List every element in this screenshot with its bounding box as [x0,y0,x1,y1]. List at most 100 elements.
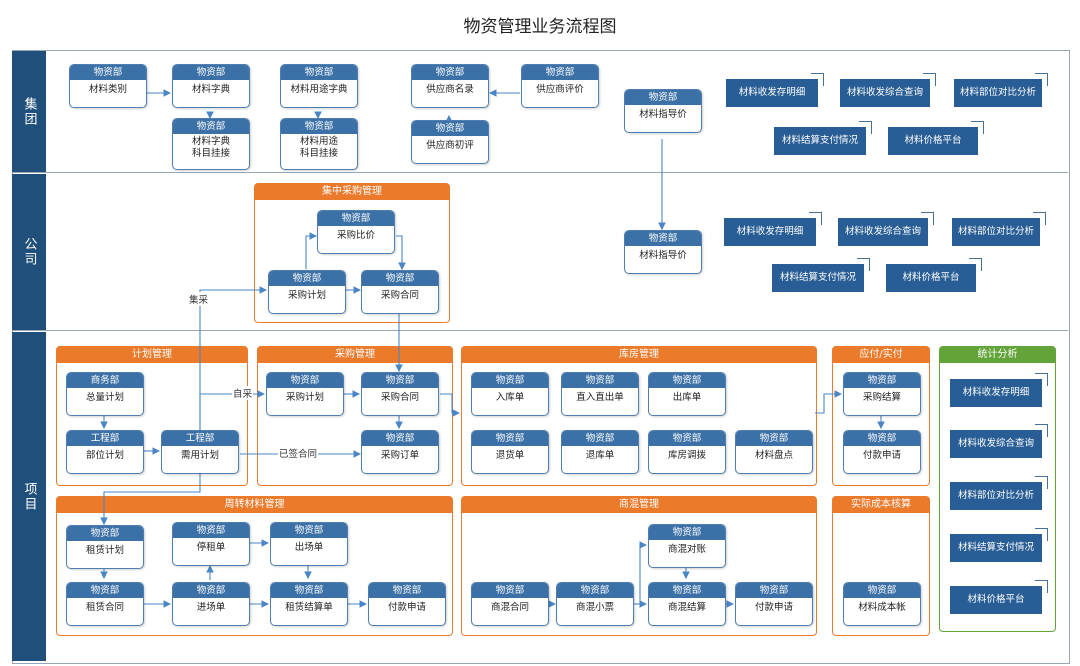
node-dept: 物资部 [362,431,438,446]
node-label: 采购合同 [380,392,419,403]
edge-warehouse-payable [815,390,843,414]
node-label: 退货单 [495,450,525,461]
node-label: 采购合同 [380,290,419,301]
edge-p3-z1 [100,474,201,526]
node-label: 材料类别 [88,84,127,95]
node-dept: 物资部 [173,65,249,80]
lane-group-label: 集团 [12,51,46,172]
node-dept: 物资部 [369,583,445,598]
node-dept: 物资部 [271,523,347,538]
node-usage-dictionary[interactable]: 物资部材料用途字典 [280,64,358,108]
node-rental-payment-request[interactable]: 物资部付款申请 [368,582,446,626]
node-outbound-slip[interactable]: 物资部出库单 [648,372,726,416]
node-dept: 物资部 [844,373,920,388]
node-project-purchase-plan[interactable]: 物资部采购计划 [266,372,344,416]
node-label: 商混合同 [490,602,529,613]
lane-separator [12,330,1068,331]
stat-inout-detail-company[interactable]: 材料收发存明细 [724,212,822,246]
stat-settlement-payment-company[interactable]: 材料结算支付情况 [772,258,870,292]
node-dept: 物资部 [649,431,725,446]
stat-inout-detail-project[interactable]: 材料收发存明细 [950,373,1048,407]
node-purchase-price-compare[interactable]: 物资部采购比价 [317,210,395,254]
node-dept: 物资部 [412,65,488,80]
stat-part-compare-project[interactable]: 材料部位对比分析 [950,476,1048,510]
stat-price-platform-project[interactable]: 材料价格平台 [950,580,1048,614]
node-dictionary-subject-link[interactable]: 物资部材料字典科目挂接 [172,118,250,170]
node-concrete-settlement[interactable]: 物资部商混结算 [648,582,726,626]
stat-settlement-payment-project[interactable]: 材料结算支付情况 [950,528,1048,562]
edge-c1-c3 [396,235,406,271]
node-concrete-contract[interactable]: 物资部商混合同 [471,582,549,626]
node-exit-slip[interactable]: 物资部出场单 [270,522,348,566]
stat-price-platform-company[interactable]: 材料价格平台 [886,258,982,292]
node-stop-rental[interactable]: 物资部停租单 [172,522,250,566]
node-return-goods[interactable]: 物资部退货单 [471,430,549,474]
lane-project-label: 项目 [12,332,46,661]
node-dept: 物资部 [522,65,598,80]
node-rental-plan[interactable]: 物资部租赁计划 [66,525,144,569]
node-label: 停租单 [196,542,226,553]
node-label: 材料指导价 [639,250,687,261]
node-dept: 物资部 [173,583,249,598]
node-concrete-ticket[interactable]: 物资部商混小票 [556,582,634,626]
node-dept: 物资部 [472,373,548,388]
node-dept: 物资部 [562,373,638,388]
node-label: 材料指导价 [639,109,687,120]
node-demand-plan[interactable]: 工程部需用计划 [161,430,239,474]
stat-inout-query-group[interactable]: 材料收发综合查询 [840,73,936,107]
node-dept: 工程部 [67,431,143,446]
node-concrete-payment-request[interactable]: 物资部付款申请 [735,582,813,626]
node-label: 采购比价 [336,230,375,241]
node-label: 供应商评价 [536,84,584,95]
node-total-plan[interactable]: 商务部总量计划 [66,372,144,416]
node-label: 部位计划 [85,450,124,461]
node-dept: 物资部 [269,271,345,286]
node-inbound-slip[interactable]: 物资部入库单 [471,372,549,416]
node-concrete-reconcile[interactable]: 物资部商混对账 [648,524,726,568]
node-rental-settlement[interactable]: 物资部租赁结算单 [270,582,348,626]
node-dept: 物资部 [649,583,725,598]
node-supplier-list[interactable]: 物资部供应商名录 [411,64,489,108]
node-usage-subject-link[interactable]: 物资部材料用途科目挂接 [280,118,358,170]
stat-part-compare-company[interactable]: 材料部位对比分析 [952,212,1046,246]
stat-inout-query-company[interactable]: 材料收发综合查询 [838,212,934,246]
node-purchase-order[interactable]: 物资部采购订单 [361,430,439,474]
stat-part-compare-group[interactable]: 材料部位对比分析 [954,73,1048,107]
node-warehouse-transfer[interactable]: 物资部库房调拨 [648,430,726,474]
node-dept: 物资部 [281,119,357,134]
node-project-purchase-contract[interactable]: 物资部采购合同 [361,372,439,416]
edge-label-centralized: 集采 [188,292,210,306]
node-rental-contract[interactable]: 物资部租赁合同 [66,582,144,626]
node-guide-price-group[interactable]: 物资部材料指导价 [624,89,702,133]
node-material-dictionary[interactable]: 物资部材料字典 [172,64,250,108]
node-material-cost-ledger[interactable]: 物资部材料成本帐 [843,582,921,626]
node-entry-slip[interactable]: 物资部进场单 [172,582,250,626]
node-label: 材料用途字典 [290,84,348,95]
node-return-warehouse[interactable]: 物资部退库单 [561,430,639,474]
node-label: 采购订单 [380,450,419,461]
node-direct-in-out[interactable]: 物资部直入直出单 [561,372,639,416]
stat-price-platform-group[interactable]: 材料价格平台 [888,121,984,155]
node-payment-request[interactable]: 物资部付款申请 [843,430,921,474]
node-purchase-settlement[interactable]: 物资部采购结算 [843,372,921,416]
node-company-purchase-contract[interactable]: 物资部采购合同 [361,270,439,314]
edge-label-self-purchase: 自采 [232,386,254,400]
node-dept: 商务部 [67,373,143,388]
stat-inout-detail-group[interactable]: 材料收发存明细 [726,73,824,107]
stat-inout-query-project[interactable]: 材料收发综合查询 [950,424,1048,458]
stat-settlement-payment-group[interactable]: 材料结算支付情况 [774,121,872,155]
node-dept: 物资部 [472,431,548,446]
node-dept: 物资部 [649,373,725,388]
node-guide-price-company[interactable]: 物资部材料指导价 [624,230,702,274]
node-part-plan[interactable]: 工程部部位计划 [66,430,144,474]
node-label: 进场单 [196,602,226,613]
node-dept: 物资部 [844,431,920,446]
node-label: 材料盘点 [754,450,793,461]
node-company-purchase-plan[interactable]: 物资部采购计划 [268,270,346,314]
node-supplier-initial-eval[interactable]: 物资部供应商初评 [411,120,489,164]
node-inventory-count[interactable]: 物资部材料盘点 [735,430,813,474]
node-material-category[interactable]: 物资部材料类别 [69,64,147,108]
node-label: 需用计划 [180,450,219,461]
node-supplier-evaluation[interactable]: 物资部供应商评价 [521,64,599,108]
